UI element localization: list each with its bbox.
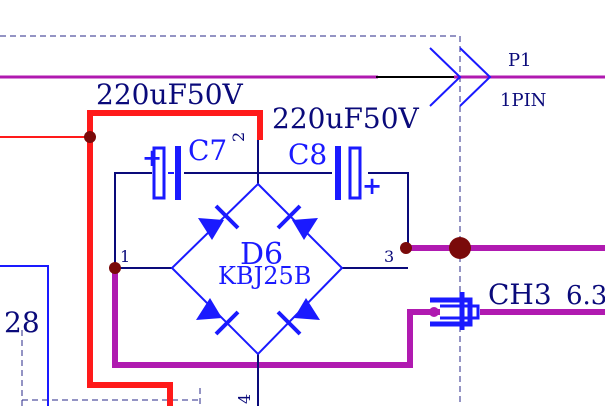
bridge-diamond-outline bbox=[170, 182, 344, 356]
labels: 220uF50V 220uF50V C7 C8 + + D6 KBJ25B 1 … bbox=[4, 50, 605, 404]
junction-power-left bbox=[84, 131, 96, 143]
d6-pin2-label: 2 bbox=[229, 132, 248, 142]
p1-value-label: 1PIN bbox=[500, 90, 546, 111]
d6-ref-label: D6 bbox=[240, 237, 283, 272]
c7-polarity-icon: + bbox=[142, 143, 162, 172]
diode-upper-right-icon bbox=[276, 204, 318, 240]
diode-lower-right-icon bbox=[276, 298, 320, 336]
ch3-ref-label: CH3 bbox=[488, 278, 552, 311]
c8-right-wire bbox=[368, 172, 409, 248]
p1-net bbox=[0, 47, 605, 107]
p1-ref-label: P1 bbox=[508, 50, 532, 71]
left-component-ref-label: 28 bbox=[4, 306, 40, 339]
c7-plate-positive bbox=[152, 146, 166, 200]
diode-lower-left-icon bbox=[196, 298, 240, 336]
d6-pin3-label: 3 bbox=[384, 247, 394, 266]
junction-pin3 bbox=[400, 242, 412, 254]
signal-wire-loop bbox=[112, 268, 440, 368]
junction-ch3 bbox=[429, 307, 439, 317]
c7-left-wire bbox=[114, 172, 152, 268]
power-wire-main bbox=[87, 110, 263, 406]
c8-polarity-icon: + bbox=[362, 171, 382, 200]
junction-pin1 bbox=[109, 262, 121, 274]
circuit-wires bbox=[114, 140, 409, 406]
d6-pin1-label: 1 bbox=[120, 247, 130, 266]
junction-pin3-large bbox=[449, 237, 471, 259]
ch3-value-label: 6.3 bbox=[566, 281, 605, 311]
junctions bbox=[84, 131, 471, 317]
diode-upper-left-icon bbox=[198, 204, 240, 240]
d6-pin4-label: 4 bbox=[235, 394, 254, 404]
capacitor-c7 bbox=[152, 146, 181, 200]
jumper-ch3-icon bbox=[430, 292, 480, 330]
sheet-borders bbox=[0, 35, 461, 406]
d6-part-label: KBJ25B bbox=[218, 262, 311, 290]
power-net bbox=[87, 110, 263, 406]
p1-connector-chevron-icon-2 bbox=[459, 47, 492, 107]
capacitor-c8 bbox=[335, 146, 362, 200]
c8-ref-label: C8 bbox=[288, 138, 327, 171]
signal-net bbox=[112, 245, 605, 368]
c8-value-label: 220uF50V bbox=[272, 102, 420, 135]
c7-ref-label: C7 bbox=[188, 134, 227, 167]
p1-connector-chevron-icon bbox=[429, 47, 462, 107]
c7-value-label: 220uF50V bbox=[96, 78, 244, 111]
left-body-outline bbox=[0, 265, 49, 406]
c8-plate-positive bbox=[348, 146, 362, 200]
left-component-body bbox=[0, 265, 49, 406]
bridge-rectifier-d6 bbox=[170, 182, 344, 356]
